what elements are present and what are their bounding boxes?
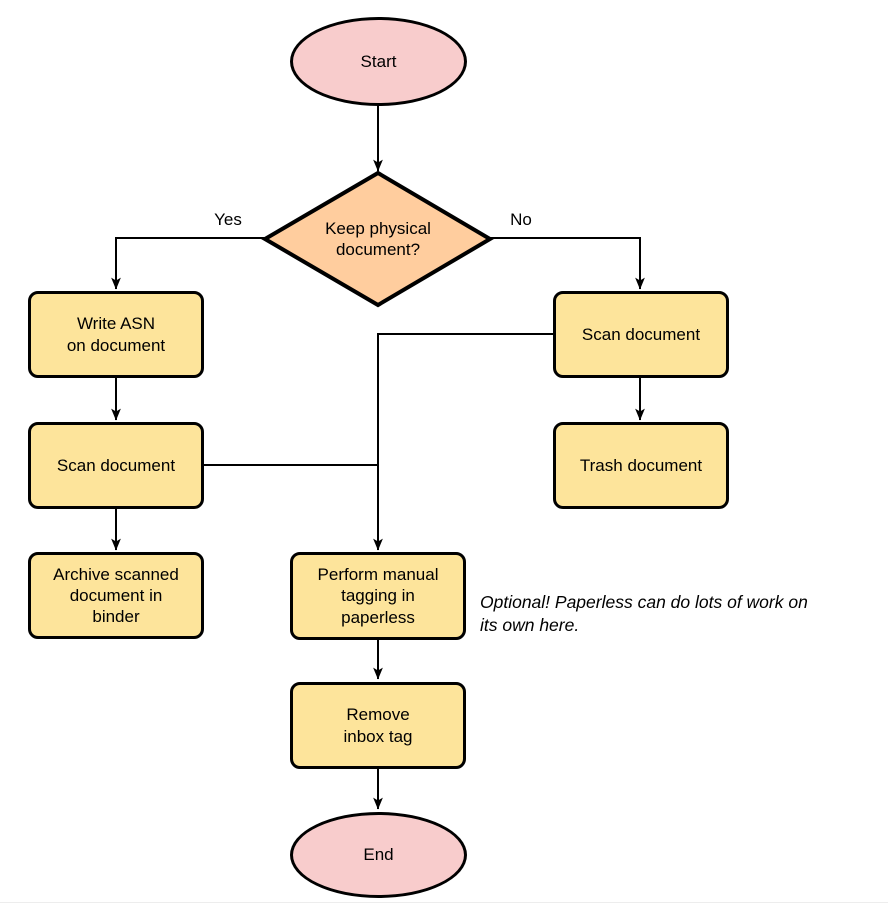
optional-note: Optional! Paperless can do lots of work … bbox=[480, 592, 808, 636]
page-bottom-edge bbox=[0, 902, 888, 903]
node-manual-tagging: Perform manual tagging in paperless bbox=[290, 552, 466, 640]
node-archive-document-label: Archive scanned document in binder bbox=[53, 564, 179, 627]
node-write-asn-label: Write ASN on document bbox=[66, 314, 166, 355]
node-trash-document: Trash document bbox=[553, 422, 729, 509]
node-scan-document-right: Scan document bbox=[553, 291, 729, 378]
edge-decision-yes-to-write-asn bbox=[111, 237, 265, 290]
node-scan-document-right-label: Scan document bbox=[581, 324, 701, 344]
node-archive-document: Archive scanned document in binder bbox=[28, 552, 204, 639]
node-remove-inbox-tag: Remove inbox tag bbox=[290, 682, 466, 769]
node-remove-inbox-tag-label: Remove inbox tag bbox=[343, 705, 413, 746]
node-end-label: End bbox=[363, 845, 394, 865]
edge-scan-right-to-tagging bbox=[373, 333, 553, 551]
node-trash-document-label: Trash document bbox=[579, 455, 703, 475]
node-decision: Keep physical document? bbox=[288, 201, 468, 277]
node-start-label: Start bbox=[360, 51, 397, 71]
node-manual-tagging-label: Perform manual tagging in paperless bbox=[317, 565, 439, 627]
edge-label-no: No bbox=[510, 210, 532, 229]
edge-decision-no-to-scan-right bbox=[490, 237, 645, 290]
node-scan-document-left-label: Scan document bbox=[56, 455, 176, 475]
node-end: End bbox=[290, 812, 467, 898]
node-write-asn: Write ASN on document bbox=[28, 291, 204, 378]
node-scan-document-left: Scan document bbox=[28, 422, 204, 509]
node-start: Start bbox=[290, 17, 467, 106]
edge-label-yes: Yes bbox=[214, 210, 242, 229]
node-decision-label: Keep physical document? bbox=[325, 218, 431, 259]
